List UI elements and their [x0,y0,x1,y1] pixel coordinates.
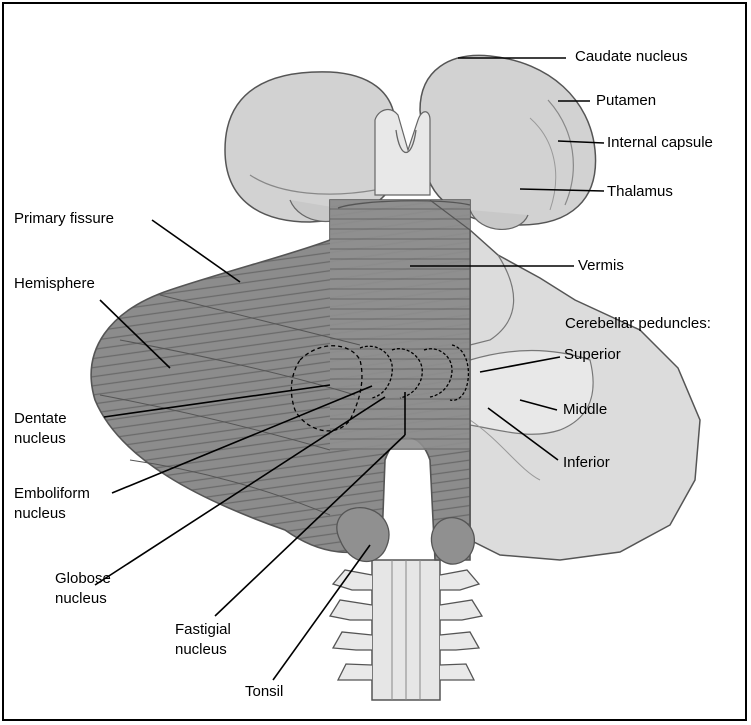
label-emboliform-line2: nucleus [14,505,66,523]
label-superior: Superior [564,346,621,364]
label-fastigial-line1: Fastigial [175,621,231,639]
label-fastigial-line2: nucleus [175,641,227,659]
label-dentate-line1: Dentate [14,410,67,428]
leader-primary-fissure [152,220,240,282]
label-vermis: Vermis [578,257,624,275]
peduncles-region [470,230,700,560]
label-caudate-nucleus: Caudate nucleus [575,48,688,66]
label-putamen: Putamen [596,92,656,110]
label-primary-fissure: Primary fissure [14,210,114,228]
label-internal-capsule: Internal capsule [607,134,713,152]
label-tonsil: Tonsil [245,683,283,701]
label-globose-line1: Globose [55,570,111,588]
label-cerebellar-peduncles: Cerebellar peduncles: [565,315,711,333]
cerebellum [91,200,470,560]
label-middle: Middle [563,401,607,419]
label-emboliform-line1: Emboliform [14,485,90,503]
label-globose-line2: nucleus [55,590,107,608]
label-dentate-line2: nucleus [14,430,66,448]
label-hemisphere: Hemisphere [14,275,95,293]
label-inferior: Inferior [563,454,610,472]
spinal-cord [330,560,482,700]
label-thalamus: Thalamus [607,183,673,201]
